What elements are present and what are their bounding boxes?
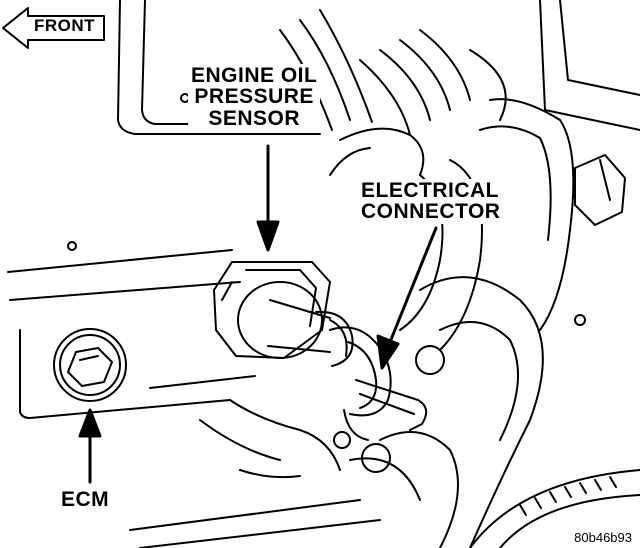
front-arrow-icon bbox=[2, 7, 105, 49]
electrical-connector-label: ELECTRICAL CONNECTOR bbox=[358, 179, 504, 224]
upper-panel bbox=[117, 0, 640, 135]
connector-label-line-2: CONNECTOR bbox=[361, 200, 501, 224]
engine-block-lower bbox=[129, 345, 445, 548]
oil-label-line-2: PRESSURE bbox=[194, 85, 314, 109]
oil-label-line-1: ENGINE OIL bbox=[191, 64, 318, 87]
oil-pressure-sensor-label: ENGINE OIL PRESSURE SENSOR bbox=[188, 64, 321, 131]
leader-arrow-icon bbox=[78, 144, 438, 484]
lower-hose bbox=[469, 469, 640, 548]
right-hex-nut bbox=[574, 154, 626, 326]
oil-pressure-sensor bbox=[213, 261, 354, 367]
ecm-plate bbox=[7, 241, 256, 419]
electrical-connector bbox=[329, 326, 428, 441]
connector-label-line-1: ELECTRICAL bbox=[361, 179, 499, 202]
figure-code: 80b46b93 bbox=[572, 530, 634, 545]
ecm-label: ECM bbox=[58, 488, 113, 511]
ecm-bolt bbox=[53, 328, 127, 402]
oil-label-line-3: SENSOR bbox=[208, 106, 301, 130]
wiring-harness bbox=[279, 9, 575, 548]
front-label: FRONT bbox=[34, 16, 96, 35]
